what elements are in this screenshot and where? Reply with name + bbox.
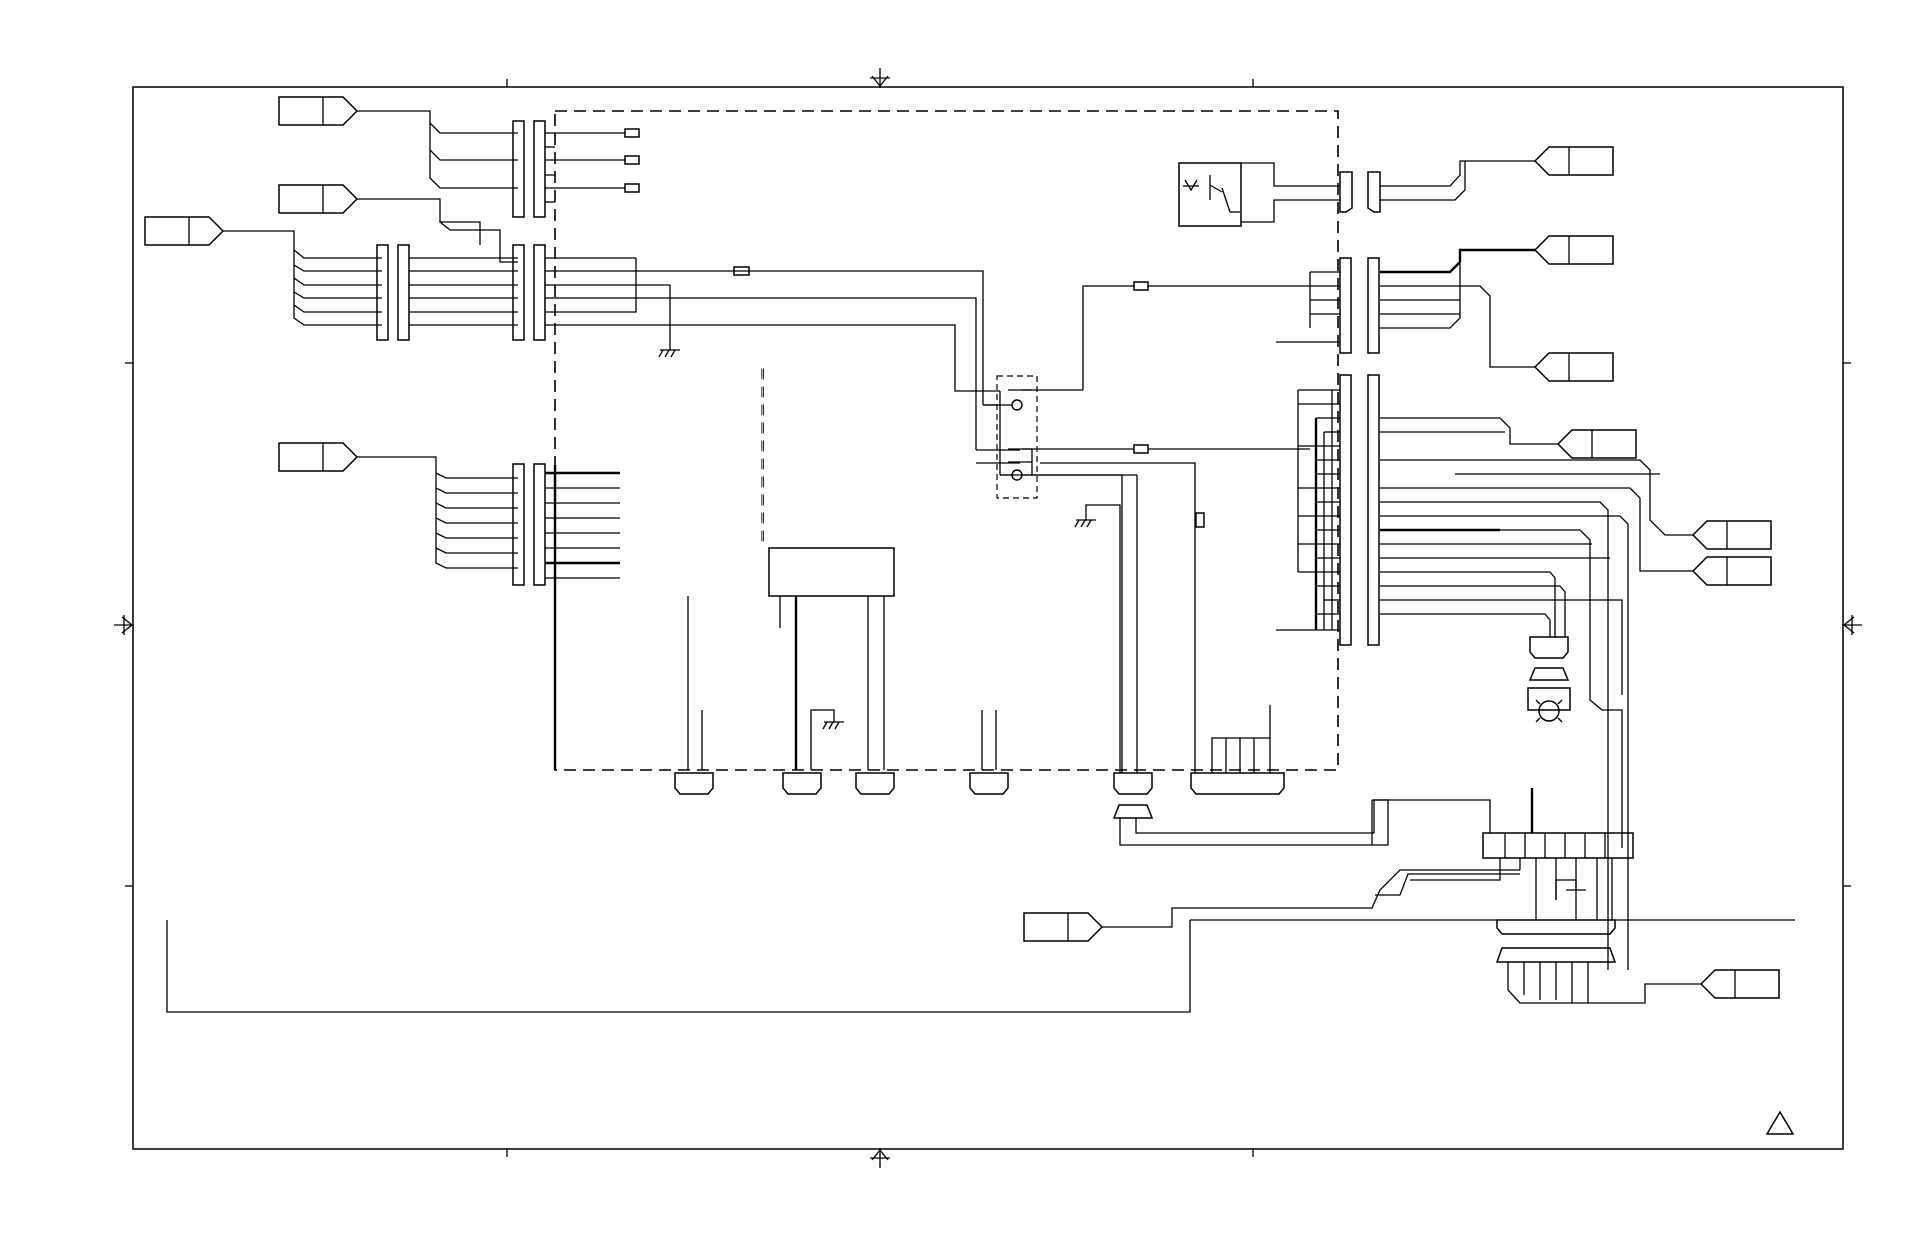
- svg-text:∥: ∥: [760, 529, 766, 542]
- center-marker-top: [870, 68, 890, 88]
- lamp-connector: [1527, 636, 1571, 723]
- connector-housing: [1339, 171, 1381, 646]
- svg-text:∥: ∥: [760, 439, 766, 452]
- harness-wires-right-main: [1276, 389, 1693, 970]
- ground-symbol: [1074, 504, 1121, 773]
- svg-text:∥: ∥: [760, 403, 766, 416]
- offpage-connector-tag: [1533, 235, 1614, 265]
- offpage-connector-tag: [1691, 556, 1772, 586]
- connector-housing: [376, 120, 546, 586]
- center-marker-bottom: [870, 1148, 890, 1168]
- offpage-connector-tag: [144, 216, 225, 246]
- offpage-connector-tag: [278, 184, 359, 214]
- svg-text:∥: ∥: [760, 385, 766, 398]
- offpage-connector-tag: [1699, 969, 1780, 999]
- switch-block: [976, 285, 1137, 499]
- center-marker-left: [114, 615, 134, 635]
- warning-triangle-icon: [1765, 1110, 1795, 1135]
- offpage-connector-tag: [278, 96, 359, 126]
- ground-symbol: [1555, 879, 1586, 900]
- main-board-outline: [554, 110, 1339, 771]
- svg-text:∥: ∥: [760, 421, 766, 434]
- harness-wires-right-top: [1276, 160, 1535, 368]
- offpage-connector-tag: [1533, 146, 1614, 176]
- svg-text:∥: ∥: [760, 493, 766, 506]
- bottom-connector-pair: [1495, 919, 1617, 1003]
- svg-text:∥: ∥: [760, 367, 766, 380]
- ic-block: [768, 547, 895, 770]
- board-header-connector: [674, 772, 1285, 819]
- fuse: [1195, 512, 1205, 528]
- svg-text:∥: ∥: [760, 457, 766, 470]
- fuse: [1133, 444, 1149, 454]
- drawing-frame: [125, 79, 1851, 1157]
- offpage-connector-tag: [1023, 912, 1104, 942]
- offpage-connector-tag: [1691, 520, 1772, 550]
- offpage-connector-tag: [278, 442, 359, 472]
- svg-text:∥: ∥: [760, 475, 766, 488]
- harness-wires-left-bottom: [357, 456, 620, 770]
- center-marker-right: [1842, 615, 1862, 635]
- harness-wires-left-middle: [223, 230, 1000, 450]
- optocoupler: [1178, 162, 1340, 227]
- fuse: [1133, 281, 1149, 291]
- offpage-connector-tag: [1533, 352, 1614, 382]
- ground-symbol: [810, 709, 844, 770]
- ground-symbol: [658, 349, 680, 358]
- led-indicator-column: ∥ ∥ ∥ ∥ ∥ ∥ ∥ ∥ ∥ ∥: [760, 367, 766, 542]
- offpage-connector-tag: [1556, 429, 1637, 459]
- terminal-strip: [1482, 832, 1634, 859]
- svg-text:∥: ∥: [760, 511, 766, 524]
- harness-wires-left-top: [357, 110, 640, 263]
